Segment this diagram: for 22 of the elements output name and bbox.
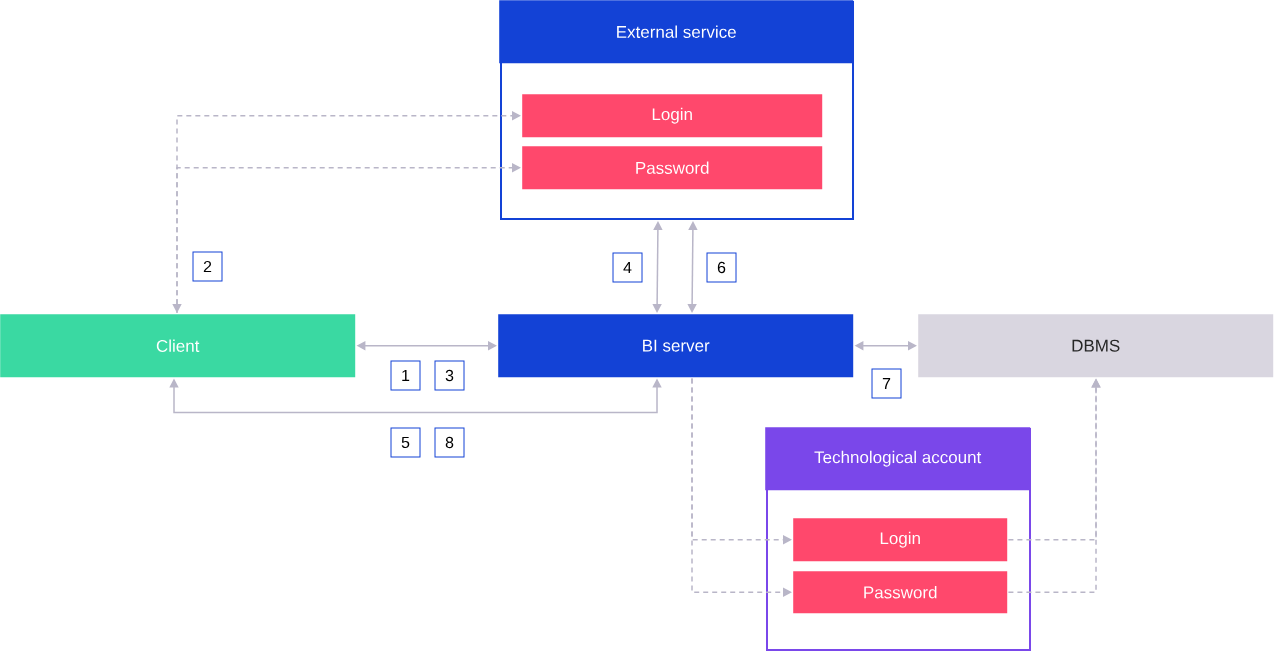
step-number: 5 (390, 427, 421, 458)
dashed-arrow (176, 163, 521, 314)
credential-field: Password (793, 571, 1008, 614)
step-number: 8 (434, 427, 465, 458)
credential-field: Login (522, 94, 823, 138)
server-box: BI server (498, 314, 854, 378)
client-box: Client (0, 314, 356, 378)
step-number: 7 (871, 368, 902, 399)
step-number: 6 (706, 252, 737, 283)
dashed-arrow (172, 111, 521, 313)
credential-field: Password (522, 146, 823, 190)
panel-header: External service (499, 0, 854, 64)
step-number: 1 (390, 360, 421, 391)
step-number: 4 (612, 252, 643, 283)
arrow (687, 221, 698, 313)
database-box: DBMS (918, 314, 1274, 378)
step-number: 3 (434, 360, 465, 391)
credential-field: Login (793, 518, 1008, 562)
arrow (652, 221, 663, 313)
dashed-arrow (691, 377, 792, 597)
panel-header: Technological account (765, 427, 1031, 491)
step-number: 2 (192, 251, 223, 282)
